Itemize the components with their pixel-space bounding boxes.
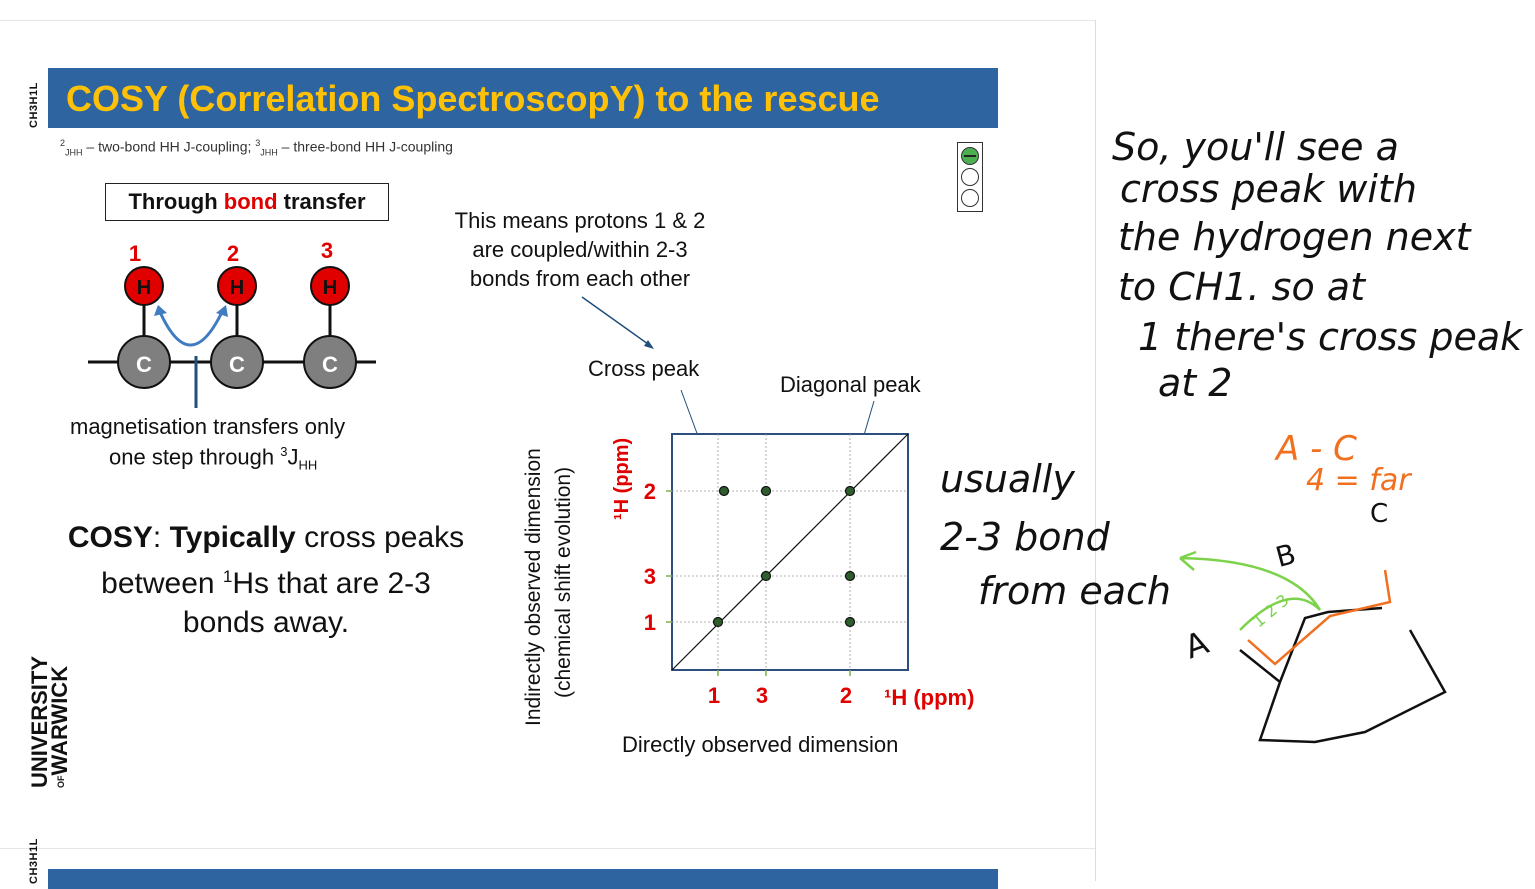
title-bar [48, 68, 998, 128]
slide-top-border [0, 20, 1095, 21]
note-line-3: the hydrogen next [1118, 215, 1473, 259]
hydrogen-atom-3 [310, 266, 350, 306]
orange-note-line2: 4 = far [1306, 463, 1412, 498]
means-pointer-line [581, 296, 649, 345]
atom-number-2: 2 [227, 241, 239, 266]
carbon-label-1: C [136, 352, 152, 377]
carbon-atom-1 [117, 335, 171, 389]
diagonal-peak-label: Diagonal peak [780, 372, 921, 397]
cross-peak-point [760, 485, 772, 497]
diagonal-peak-point [712, 616, 724, 628]
atom-number-1: 1 [129, 241, 141, 266]
atom-number-3: 3 [321, 238, 333, 263]
amber-light-icon [961, 168, 979, 186]
y-tick-label: 3 [644, 564, 656, 589]
hydrogen-label-3: H [323, 277, 337, 299]
traffic-light-icon [957, 142, 983, 212]
university-logo: UNIVERSITY OFWARWICK [27, 655, 72, 788]
diagonal-peak-point [844, 485, 856, 497]
cosy-summary: COSY: Typically cross peaks between 1Hs … [67, 521, 465, 639]
y-tick-label: 1 [644, 610, 656, 635]
hydrogen-atom-2 [217, 266, 257, 306]
cross-peak-point [844, 616, 856, 628]
magnetisation-text-line2: one step through 3JHH [109, 444, 318, 473]
ring-label-b: B [1272, 537, 1299, 574]
carbon-label-2: C [229, 352, 245, 377]
y-tick-label: 2 [644, 479, 656, 504]
carbon-label-3: C [322, 352, 338, 377]
x-tick-label: 2 [840, 683, 852, 708]
transfer-arc-arrow [158, 311, 224, 347]
y-axis-unit: ¹H (ppm) [611, 438, 633, 520]
hydrogen-label-1: H [137, 277, 151, 299]
red-light-icon [961, 189, 979, 207]
slide-subtitle: 2JHH – two-bond HH J-coupling; 3JHH – th… [60, 138, 453, 158]
orange-note-line1: A - C [1274, 429, 1357, 469]
note-line-4: to CH1. so at [1118, 265, 1367, 309]
hydrogen-label-2: H [230, 277, 244, 299]
next-slide-title-bar [48, 869, 998, 889]
hydrogen-atom-1 [124, 266, 164, 306]
orange-path-sketch [1247, 569, 1392, 666]
next-slide-course-code: CH3H1L [28, 838, 40, 884]
ring-label-a: A [1180, 623, 1214, 666]
x-axis-title: Directly observed dimension [622, 732, 899, 757]
x-axis-unit: ¹H (ppm) [884, 685, 974, 710]
x-tick-label: 1 [708, 683, 720, 708]
cross-peak-point [844, 570, 856, 582]
transfer-arrowhead-left [154, 305, 167, 316]
through-bond-label: Through bond transfer [105, 183, 389, 221]
ring-label-c: C [1370, 499, 1388, 529]
x-tick-label: 3 [756, 683, 768, 708]
green-arrow-sketch [1179, 550, 1322, 631]
y-axis-title-line2: (chemical shift evolution) [552, 467, 575, 698]
diagonal-line [671, 433, 909, 671]
means-pointer-head [644, 340, 654, 349]
green-marks: 1 2 3 [1249, 590, 1292, 631]
note-line-2: cross peak with [1120, 167, 1417, 211]
y-axis-title-line1: Indirectly observed dimension [522, 448, 545, 726]
note-line-6: at 2 [1158, 361, 1232, 405]
cross-peak-label: Cross peak [588, 356, 700, 381]
transfer-arrowhead-right [216, 305, 228, 317]
cross-peak-point [718, 485, 730, 497]
carbon-atom-3 [303, 335, 357, 389]
slide-divider [0, 848, 1095, 849]
note-line-5: 1 there's cross peak [1138, 315, 1524, 359]
slide-title: COSY (Correlation SpectroscopY) to the r… [66, 78, 880, 119]
green-light-icon [961, 147, 979, 165]
ring-sketch [1239, 606, 1447, 744]
means-text: This means protons 1 & 2 are coupled/wit… [454, 208, 706, 291]
carbon-atom-2 [210, 335, 264, 389]
magnetisation-text-line1: magnetisation transfers only [70, 414, 346, 439]
diagonal-peak-point [760, 570, 772, 582]
slide-graphics: C C C H H H 1 2 3 1 3 2 2 3 1 ¹H (ppm) ¹H (pp… [88, 238, 974, 726]
notes-divider [1095, 20, 1096, 881]
note-line-1: So, you'll see a [1112, 125, 1399, 169]
cosy-spectrum-chart: 1 3 2 2 3 1 [644, 433, 909, 708]
